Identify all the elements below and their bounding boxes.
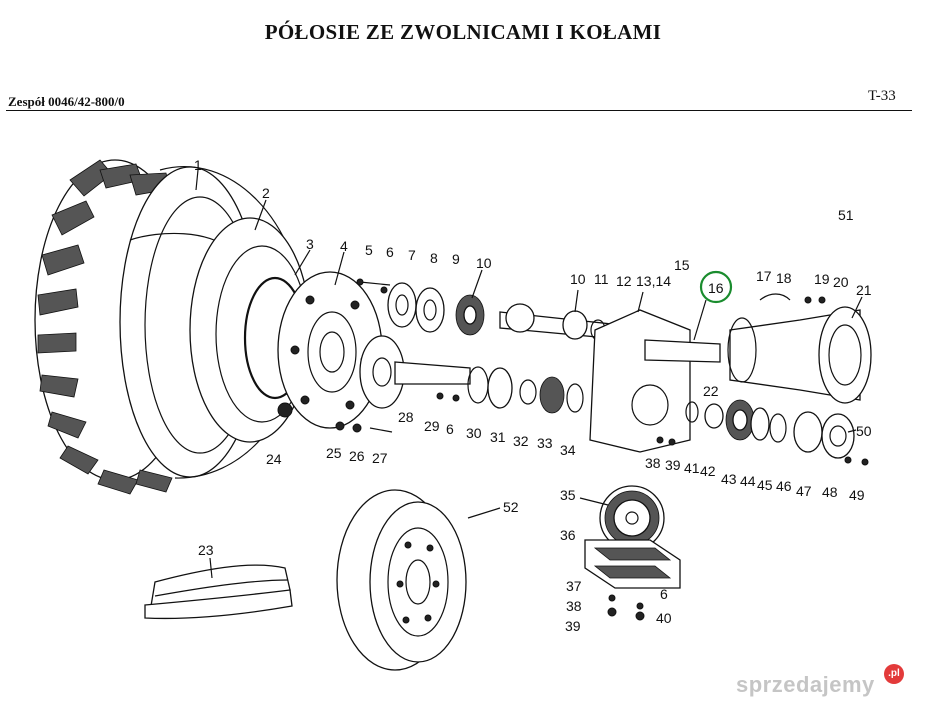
part-label: 38 [645, 455, 661, 471]
part-label: 39 [565, 618, 581, 634]
part-label: 20 [833, 274, 849, 290]
part-label: 45 [757, 477, 773, 493]
gear-housing-drawing [589, 309, 721, 453]
part-label: 46 [776, 478, 792, 494]
header-rule [6, 110, 912, 111]
part-label: 41 [684, 460, 700, 476]
part-label: 9 [452, 251, 460, 267]
part-label: 43 [721, 471, 737, 487]
table-code: T-33 [868, 88, 896, 104]
part-label: 33 [537, 435, 553, 451]
part-label: 42 [700, 463, 716, 479]
part-label: 19 [814, 271, 830, 287]
part-label: 13,14 [636, 273, 671, 289]
part-label: 32 [513, 433, 529, 449]
lower-bearings-drawing [436, 366, 584, 414]
part-label: 50 [856, 423, 872, 439]
part-label: 3 [306, 236, 314, 252]
part-label: 18 [776, 270, 792, 286]
part-label: 21 [856, 282, 872, 298]
watermark-text: sprzedajemy [736, 672, 875, 697]
hub-flange-drawing [277, 271, 383, 429]
part-label: 8 [430, 250, 438, 266]
axle-bearings-drawing [685, 399, 869, 466]
part-label: 15 [674, 257, 690, 273]
part-label: 48 [822, 484, 838, 500]
part-label: 5 [365, 242, 373, 258]
part-label: 25 [326, 445, 342, 461]
part-label: 31 [490, 429, 506, 445]
tire-treads [37, 159, 173, 495]
part-label: 1 [194, 157, 202, 173]
part-label: 12 [616, 273, 632, 289]
part-label: 7 [408, 247, 416, 263]
part-label: 30 [466, 425, 482, 441]
part-label: 51 [838, 207, 854, 223]
shaft-flange-drawing [359, 335, 471, 409]
part-label: 10 [476, 255, 492, 271]
part-label: 17 [756, 268, 772, 284]
part-label: 26 [349, 448, 365, 464]
part-label: 22 [703, 383, 719, 399]
part-label: 29 [424, 418, 440, 434]
part-label: 11 [594, 271, 609, 287]
wheel-disc-drawing [336, 489, 467, 671]
part-label: 49 [849, 487, 865, 503]
flat-belt-drawing [144, 564, 293, 620]
watermark-badge: .pl [884, 664, 904, 684]
part-label: 16 [708, 280, 724, 296]
page-title: PÓŁOSIE ZE ZWOLNICAMI I KOŁAMI [264, 20, 662, 44]
part-label: 47 [796, 483, 812, 499]
part-label: 36 [560, 527, 576, 543]
part-label: 28 [398, 409, 414, 425]
gear-wheel-drawing [584, 485, 681, 621]
part-label: 35 [560, 487, 576, 503]
part-label: 2 [262, 185, 270, 201]
part-label: 44 [740, 473, 756, 489]
upper-bearings-drawing [356, 278, 485, 336]
part-label: 6 [386, 244, 394, 260]
part-label: 40 [656, 610, 672, 626]
part-label: 24 [266, 451, 282, 467]
part-label: 34 [560, 442, 576, 458]
part-number-labels: 1 2 3 4 5 6 7 8 9 10 10 11 12 13,14 15 1… [194, 157, 872, 634]
leader-lines [195, 169, 863, 579]
part-label: 4 [340, 238, 348, 254]
part-label: 38 [566, 598, 582, 614]
part-label: 6 [660, 586, 668, 602]
fasteners-drawing [335, 421, 393, 433]
highlight-ring [699, 270, 733, 304]
part-label: 23 [198, 542, 214, 558]
part-label: 27 [372, 450, 388, 466]
part-label: 39 [665, 457, 681, 473]
part-label: 52 [503, 499, 519, 515]
assembly-label: Zespół 0046/42-800/0 [8, 94, 125, 109]
axle-housing-drawing [727, 293, 872, 404]
part-label: 6 [446, 421, 454, 437]
part-label: 37 [566, 578, 582, 594]
part-label: 10 [570, 271, 586, 287]
